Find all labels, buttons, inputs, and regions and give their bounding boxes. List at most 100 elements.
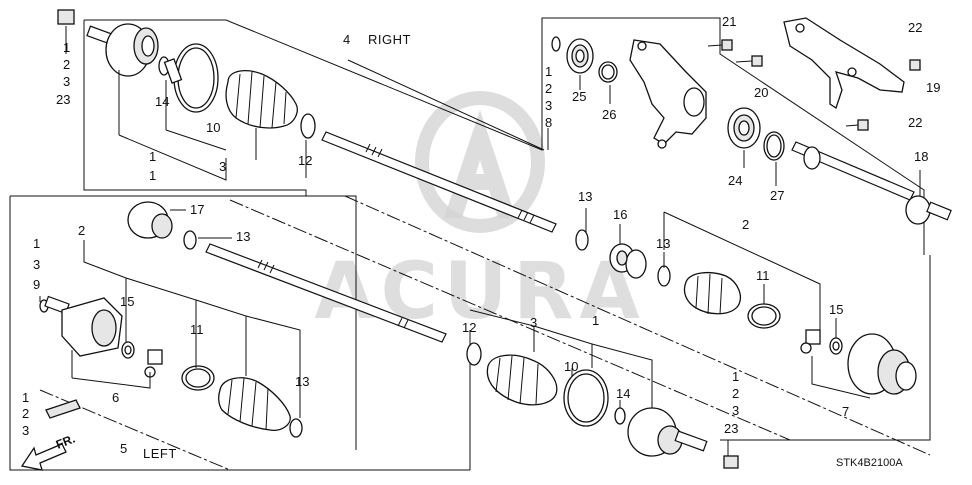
callout-numbers: 1 2 3 23 4 RIGHT 14 10 3 12 1 1 1 2 3 8 …: [22, 14, 940, 461]
callout-1-2-3-23-bottom-line1: 1: [732, 369, 739, 384]
clip-15-left-icon: [121, 341, 135, 359]
callout-13-left: 13: [295, 374, 309, 389]
band-13-center-icon: [575, 229, 589, 251]
left-halfshaft-icon: [205, 243, 447, 343]
acura-logo-icon: [415, 91, 545, 233]
front-label: FR.: [54, 432, 77, 452]
boot-right-icon: [225, 70, 298, 129]
callout-1-2-3-23-top-line4: 23: [56, 92, 70, 107]
watermark-brand-text: ACURA: [314, 247, 645, 337]
band-12-mid-icon: [466, 342, 482, 366]
band-13-right-icon: [657, 265, 671, 287]
callout-13-a: 13: [236, 229, 250, 244]
callout-1-2-3-8-line1: 1: [545, 64, 552, 79]
heat-shield-bracket-icon: [783, 17, 905, 110]
callout-20: 20: [754, 85, 768, 100]
band-12-right-icon: [300, 113, 316, 139]
callout-1-2-3-8-line3: 3: [545, 98, 552, 113]
knuckle-area-parts: [551, 17, 952, 225]
callout-12-mid: 12: [462, 320, 476, 335]
boot-band-center-icon: [563, 369, 609, 427]
callout-1-2-3-23-bottom-line3: 3: [732, 403, 739, 418]
callout-1-2-3-23-top-line2: 2: [63, 57, 70, 72]
callout-2-left: 2: [78, 223, 85, 238]
callout-13-c: 13: [656, 236, 670, 251]
callout-1-3-9-line1: 1: [33, 236, 40, 251]
band-11-left-icon: [181, 365, 215, 391]
callout-3-top: 3: [219, 159, 226, 174]
callout-26: 26: [602, 107, 616, 122]
callout-1-3-9-line3: 9: [33, 277, 40, 292]
callout-1-2-3-left-line2: 2: [22, 406, 29, 421]
callout-4: 4: [343, 32, 350, 47]
right-label: RIGHT: [368, 32, 411, 47]
front-arrow: FR.: [20, 432, 77, 471]
stop-ring-right-icon: [158, 56, 183, 84]
tripod-16-icon: [609, 243, 647, 279]
snap-ring-8-icon: [551, 36, 561, 52]
callout-27: 27: [770, 188, 784, 203]
leader-lines: [39, 26, 921, 456]
outboard-joint-right-icon: [86, 23, 159, 77]
callout-1-2-3-8-line2: 2: [545, 81, 552, 96]
boot-center-icon: [486, 354, 558, 406]
callout-25: 25: [572, 89, 586, 104]
callout-1-2-3-left-line3: 3: [22, 423, 29, 438]
callout-19: 19: [926, 80, 940, 95]
callout-2-right: 2: [742, 217, 749, 232]
spider-7-icon: [800, 329, 821, 354]
snap-ring-26-icon: [598, 61, 618, 83]
callout-12-top: 12: [298, 153, 312, 168]
callout-11-right: 11: [756, 268, 770, 283]
callout-1-top-a: 1: [149, 149, 156, 164]
bolt-22-mid-icon: [845, 119, 869, 131]
outboard-joint-center-icon: [627, 407, 708, 457]
bolt-22-top-icon: [909, 59, 921, 71]
band-13-left-top-icon: [183, 230, 197, 250]
tripod-17-icon: [127, 201, 173, 239]
callout-5: 5: [120, 441, 127, 456]
callout-11-left: 11: [190, 322, 204, 337]
boot-band-right-icon: [173, 43, 219, 113]
bearing-24-icon: [727, 107, 761, 149]
callout-22-mid: 22: [908, 115, 922, 130]
callout-14-mid: 14: [616, 386, 630, 401]
inboard-joint-left-icon: [44, 295, 123, 357]
boot-left-icon: [218, 377, 291, 431]
bolt-20-icon: [735, 55, 763, 67]
callout-1-2-3-23-bottom-line2: 2: [732, 386, 739, 401]
callout-24: 24: [728, 173, 742, 188]
knuckle-bracket-icon: [629, 39, 707, 149]
callout-14-top: 14: [155, 94, 169, 109]
callout-1-2-3-23-top-line1: 1: [63, 40, 70, 55]
band-13-left-bottom-icon: [289, 418, 303, 438]
clip-15-right-icon: [829, 337, 843, 355]
acura-watermark: ACURA: [314, 91, 645, 337]
callout-15-right: 15: [829, 302, 843, 317]
callout-13-b: 13: [578, 189, 592, 204]
nut-23-top-icon: [57, 9, 75, 25]
left-shaft-parts: [39, 201, 447, 438]
center-bottom-parts: [57, 9, 739, 469]
bearing-25-icon: [566, 38, 594, 74]
intermediate-shaft-18-icon: [791, 141, 952, 225]
callout-10-top: 10: [206, 120, 220, 135]
callout-7: 7: [842, 404, 849, 419]
spider-6-icon: [144, 349, 163, 378]
inboard-joint-right-icon: [847, 333, 917, 395]
callout-6: 6: [112, 390, 119, 405]
callout-1-2-3-23-bottom-line4: 23: [724, 421, 738, 436]
stop-ring-14-mid-icon: [614, 407, 626, 425]
right-halfshaft-icon: [321, 131, 557, 233]
bolt-21-icon: [707, 39, 733, 51]
callout-3-mid: 3: [530, 315, 537, 330]
nut-23-icon: [723, 455, 739, 469]
callout-17: 17: [190, 202, 204, 217]
right-inboard-parts: [575, 229, 917, 395]
callout-15-left: 15: [120, 294, 134, 309]
diagram-code: STK4B2100A: [836, 457, 903, 469]
front-arrow-icon: [20, 443, 67, 471]
callout-1-top-b: 1: [149, 168, 156, 183]
callout-22-top: 22: [908, 20, 922, 35]
callout-1-2-3-left-line1: 1: [22, 390, 29, 405]
